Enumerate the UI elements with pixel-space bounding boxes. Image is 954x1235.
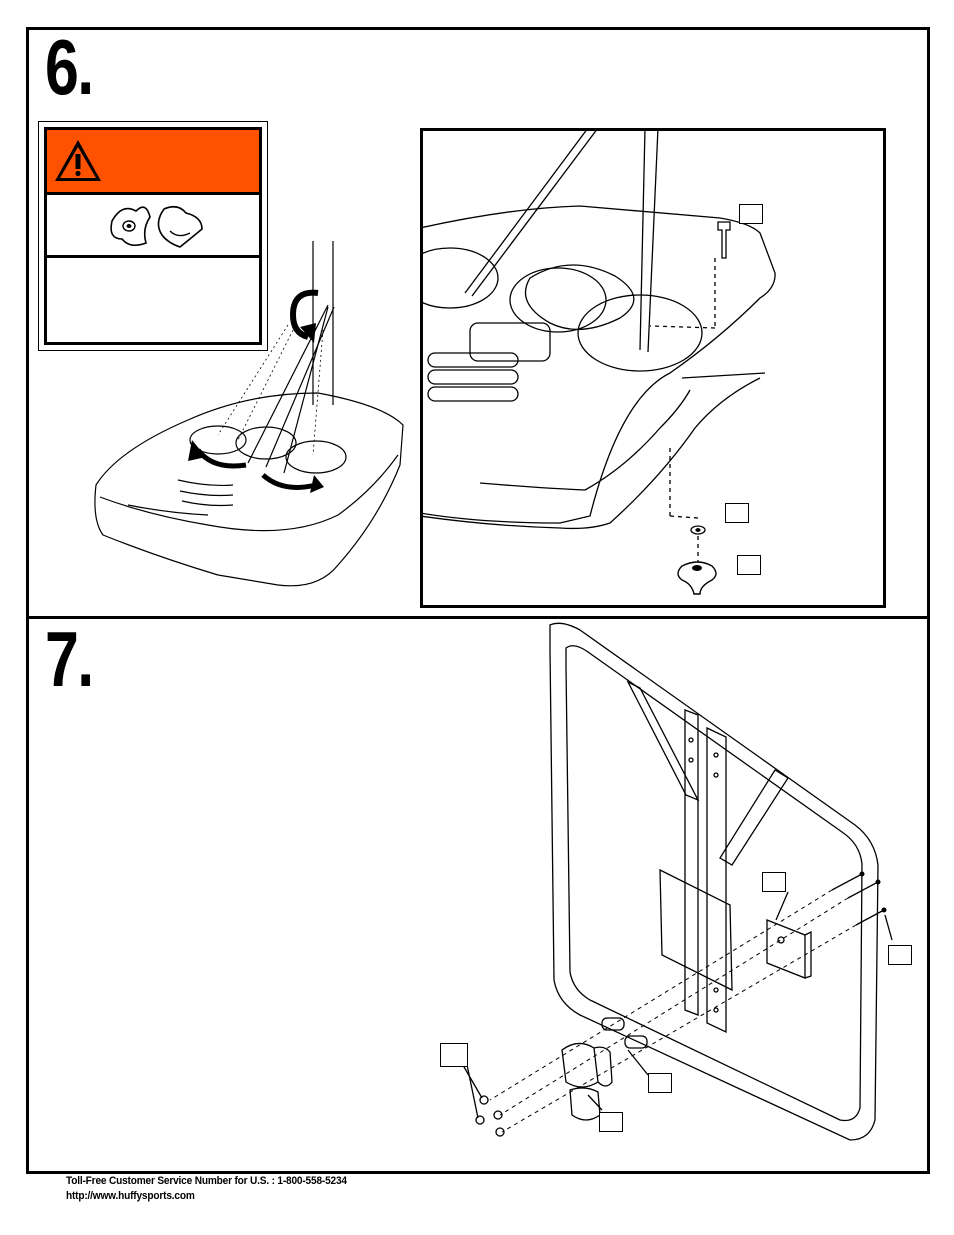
callout-box-knob [737,555,761,575]
footer-phone-line: Toll-Free Customer Service Number for U.… [66,1175,347,1187]
knob-icon [110,205,203,248]
step-7-number: 7. [45,615,94,703]
callout-box-nuts [440,1043,468,1067]
step7-backboard-illustration [459,622,893,1141]
callout-box-u-bracket [599,1112,623,1132]
page-frame [26,27,930,1174]
warning-panel [38,121,268,351]
warning-triangle-icon [55,140,101,181]
callout-box-bolts [888,945,912,965]
step6-base-illustration [94,241,404,587]
knob-icons-row [47,195,259,258]
warning-header [47,130,259,195]
step6-detail-panel [420,128,886,608]
detail-base-illustration [423,131,776,595]
step-6-number: 6. [45,23,94,111]
callout-box-washer [725,503,749,523]
callout-box-plate [762,872,786,892]
callout-box-bolt [739,204,763,224]
section-divider [26,616,930,619]
footer-url-link[interactable]: http://www.huffysports.com [66,1190,195,1202]
callout-box-spacers [648,1073,672,1093]
